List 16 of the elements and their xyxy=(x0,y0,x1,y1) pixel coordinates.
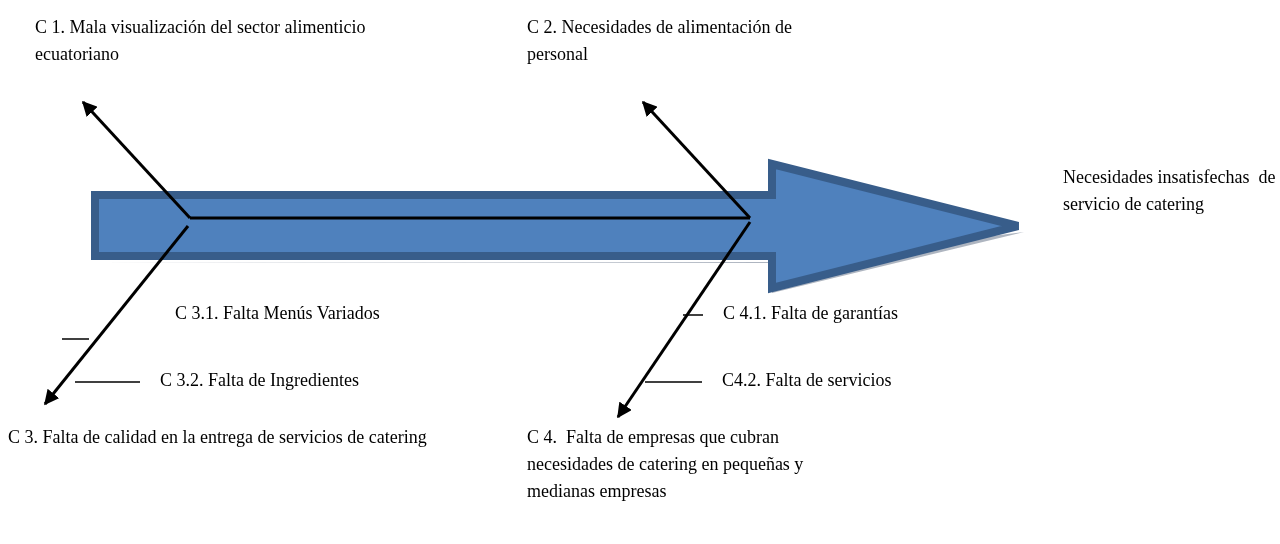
cause-label: C 3.2. Falta de Ingredientes xyxy=(160,370,359,390)
arrow xyxy=(641,100,752,219)
cause-label: C 2. Necesidades de alimentación de personal xyxy=(527,17,793,64)
effect-label: Necesidades insatisfechas de servicio de catering xyxy=(1063,167,1277,214)
cause-label: C 4. Falta de empresas que cubran necesidades de catering en pequeñas y medianas empresas xyxy=(527,427,805,501)
cause-label: C 4.1. Falta de garantías xyxy=(723,303,898,323)
arrow xyxy=(43,225,190,406)
cause-label: C 1. Mala visualización del sector alimenticio ecuatoriano xyxy=(35,17,367,64)
arrow xyxy=(616,221,752,419)
leader-line xyxy=(682,314,704,316)
arrow xyxy=(81,100,192,219)
leader-line xyxy=(74,381,141,383)
leader-line xyxy=(644,381,703,383)
cause-label: C 3. Falta de calidad en la entrega de servicios de catering xyxy=(8,427,427,447)
cause-label: C4.2. Falta de servicios xyxy=(722,370,892,390)
cause-label: C 3.1. Falta Menús Variados xyxy=(175,303,380,323)
